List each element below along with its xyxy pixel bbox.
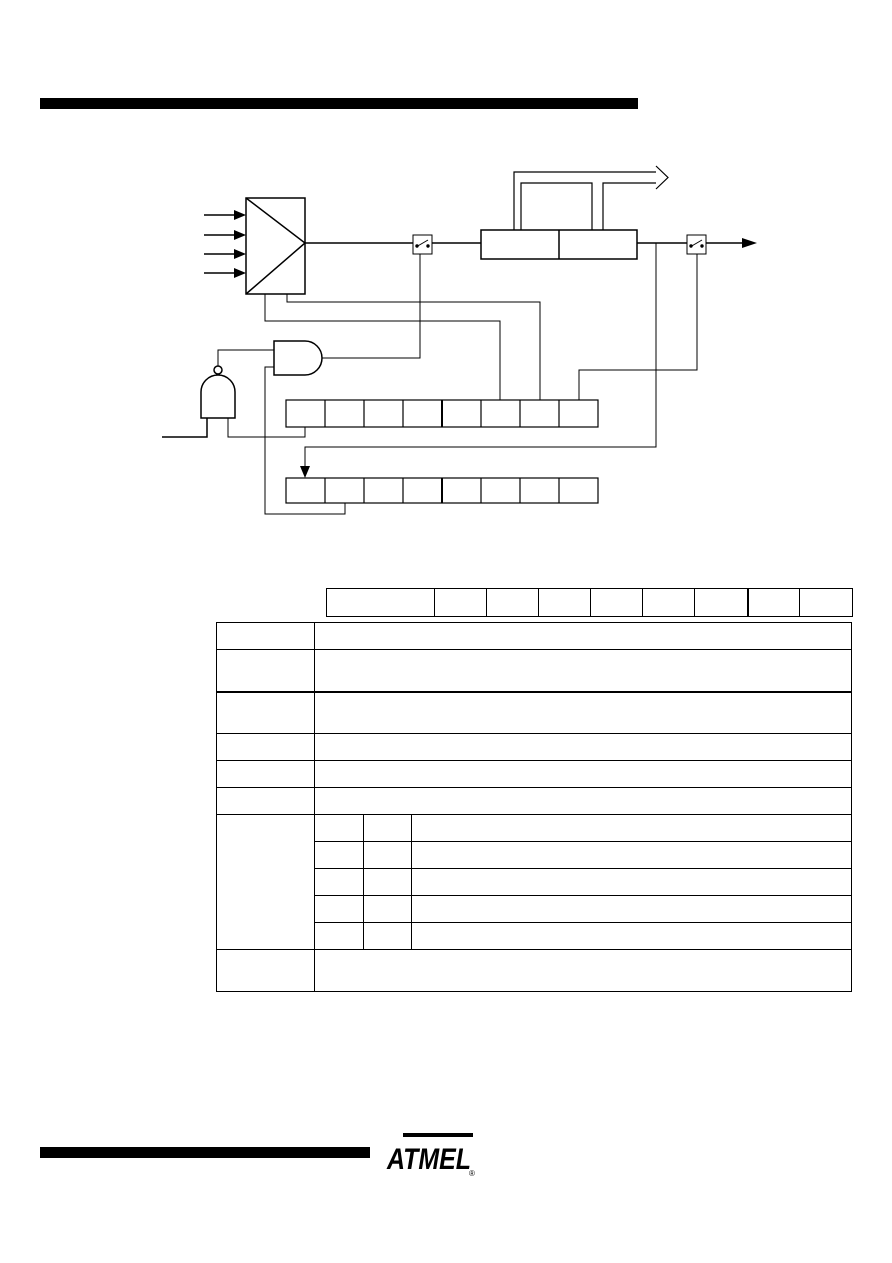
row-label — [216, 649, 315, 692]
row-label — [216, 622, 315, 650]
down-arrow-icon — [300, 466, 310, 478]
header-rule — [40, 98, 638, 109]
sub-cell — [362, 841, 412, 869]
and-gate — [273, 340, 323, 376]
bit-cell — [642, 588, 695, 617]
logo-text: ATMEL — [386, 1143, 471, 1176]
row-label — [216, 949, 315, 992]
input-arrows — [204, 210, 246, 278]
register-a-bits — [285, 399, 599, 428]
bit-cell — [694, 588, 749, 617]
row-text — [314, 787, 852, 815]
bit-layout-table — [326, 588, 853, 617]
bit-cell — [434, 588, 487, 617]
output-arrow-icon — [742, 238, 757, 248]
bit-cell-label — [326, 588, 435, 617]
row-label — [216, 690, 315, 734]
atmel-logo: ATMEL ® — [386, 1133, 475, 1178]
row-text — [314, 649, 852, 692]
row-text — [314, 760, 852, 788]
row-text — [314, 733, 852, 761]
switch-1 — [412, 234, 433, 255]
row-text — [314, 690, 852, 734]
row-label — [216, 787, 315, 815]
bit-cell — [590, 588, 643, 617]
sub-cell — [315, 815, 364, 842]
bus-arrow — [513, 165, 669, 230]
register-pair — [480, 229, 638, 260]
sub-cell — [362, 868, 412, 896]
sub-cell — [410, 922, 851, 949]
row-label — [216, 733, 315, 761]
description-table — [216, 622, 852, 992]
row-text — [314, 622, 852, 650]
sub-cell — [315, 868, 364, 896]
row-label — [216, 760, 315, 788]
sub-cell — [362, 815, 412, 842]
sub-cell — [410, 815, 851, 842]
mode-sub-table — [315, 815, 851, 949]
sub-cell — [410, 868, 851, 896]
row-text — [314, 949, 852, 992]
bit-cell — [799, 588, 853, 617]
registered-mark: ® — [469, 1169, 475, 1178]
row-label — [216, 814, 315, 950]
sub-cell — [315, 922, 364, 949]
footer-rule — [40, 1147, 370, 1158]
register-b-bits — [285, 477, 599, 504]
switch-2 — [686, 234, 707, 255]
sub-cell — [362, 922, 412, 949]
sub-cell — [362, 895, 412, 923]
sub-table-cell — [314, 814, 852, 950]
multiplexer — [245, 197, 307, 295]
sub-cell — [410, 895, 851, 923]
bit-cell — [747, 588, 800, 617]
bit-cell — [486, 588, 539, 617]
sub-cell — [315, 895, 364, 923]
sub-cell — [315, 841, 364, 869]
sub-cell — [410, 841, 851, 869]
bit-cell — [538, 588, 591, 617]
nand-gate — [200, 365, 236, 419]
block-diagram — [162, 165, 757, 515]
